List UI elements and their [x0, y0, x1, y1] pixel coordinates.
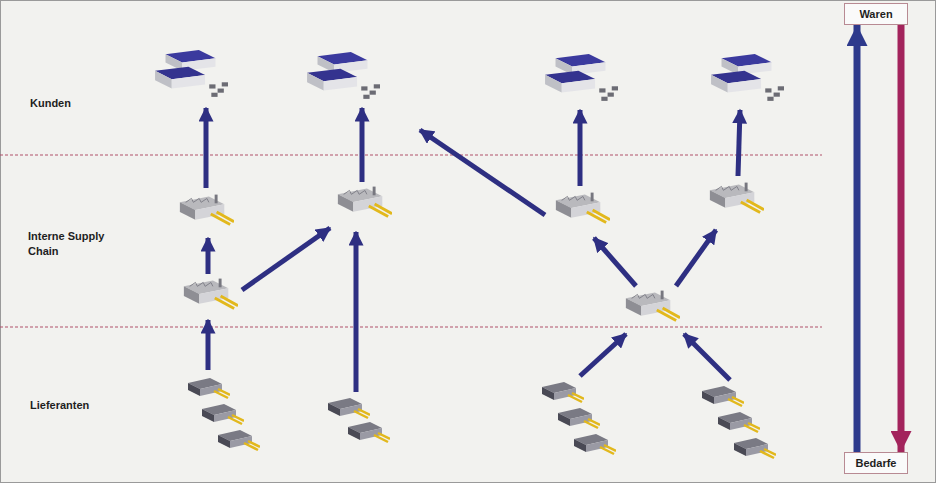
customer-icon: [545, 54, 618, 101]
flow-arrow: [676, 230, 716, 286]
flow-arrow: [204, 108, 209, 188]
supplier-icon: [328, 398, 370, 418]
factory-icon: [556, 193, 610, 223]
label-box: Bedarfe: [844, 452, 908, 474]
row-divider: [0, 326, 822, 327]
flow-arrow: [354, 232, 359, 392]
flow-connector: [854, 25, 861, 452]
supplier-icon: [542, 382, 584, 402]
factory-icon: [626, 291, 680, 321]
flow-arrow: [738, 110, 740, 176]
flow-arrow: [360, 108, 365, 182]
row-label: Lieferanten: [30, 398, 120, 413]
factory-icon: [180, 195, 234, 225]
factory-icon: [338, 187, 392, 217]
flow-connector: [898, 25, 905, 452]
customer-icon: [307, 52, 380, 99]
supplier-icon: [702, 386, 744, 406]
flow-arrow: [420, 130, 545, 215]
supplier-icon: [574, 434, 616, 454]
supplier-icon: [558, 408, 600, 428]
flow-arrows: [206, 108, 740, 392]
factory-icon: [184, 279, 238, 309]
flow-arrow: [206, 320, 211, 370]
supplier-icon: [734, 438, 776, 458]
supplier-icon: [218, 430, 260, 450]
supplier-icon: [202, 404, 244, 424]
row-label: Interne Supply Chain: [28, 229, 110, 259]
row-label: Kunden: [30, 96, 120, 111]
flow-arrow: [242, 228, 330, 290]
customer-icon: [711, 54, 784, 101]
supplier-icon: [188, 378, 230, 398]
flow-arrow: [580, 334, 626, 376]
label-box: Waren: [844, 3, 908, 25]
flow-arrow: [206, 238, 211, 274]
flow-arrow: [594, 238, 636, 286]
factory-icon: [710, 183, 764, 213]
box-label: Waren: [859, 8, 892, 20]
supplier-icon: [348, 422, 390, 442]
customer-icon: [155, 50, 228, 97]
row-divider: [0, 154, 822, 155]
box-label: Bedarfe: [856, 457, 897, 469]
flow-arrow: [578, 110, 583, 186]
flow-arrow: [684, 334, 730, 380]
supplier-icon: [718, 412, 760, 432]
